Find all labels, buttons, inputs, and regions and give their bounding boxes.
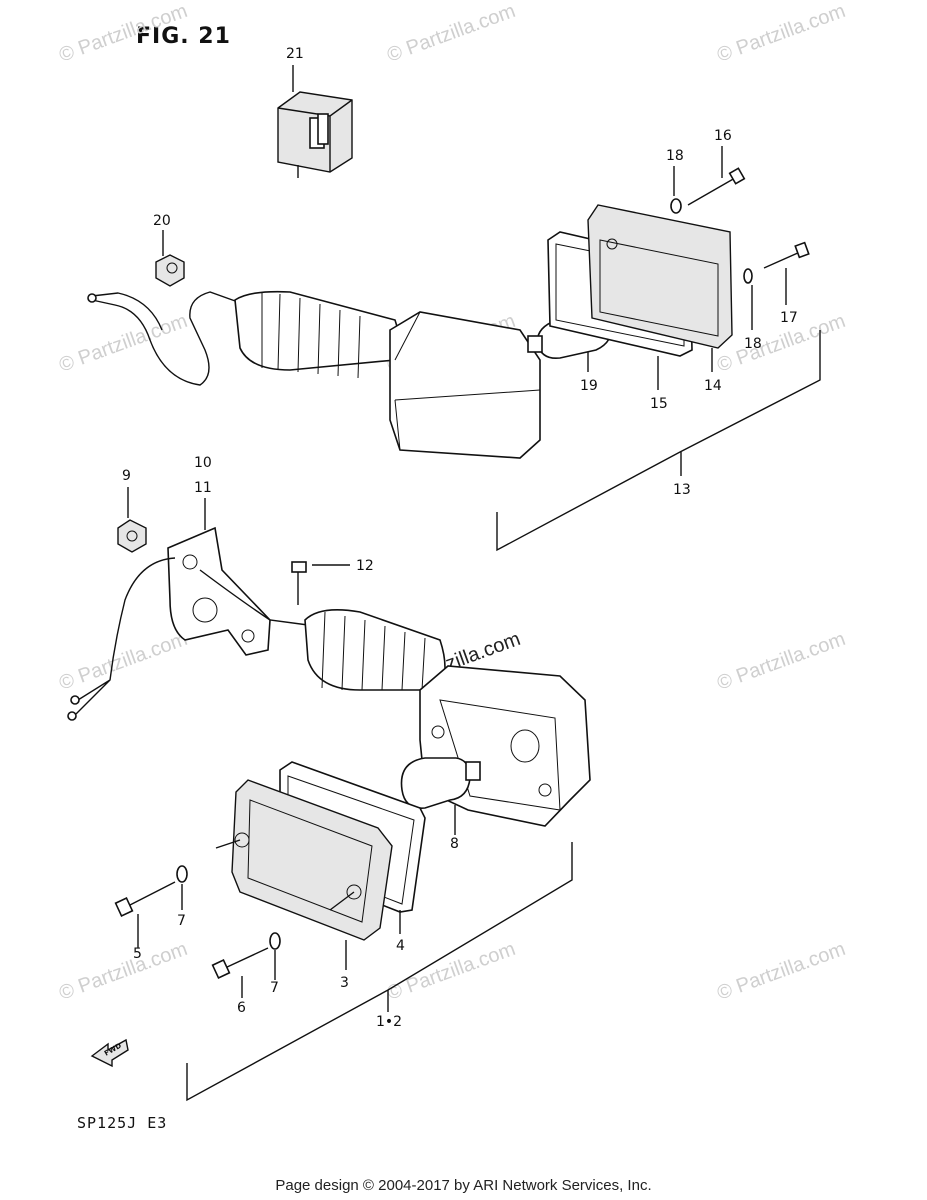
callout-18: 18 (744, 336, 762, 352)
group-bracket-13 (496, 330, 821, 552)
watermark: © Partzilla.com (384, 0, 518, 67)
callout-15: 15 (650, 396, 668, 412)
callout-16: 16 (714, 128, 732, 144)
watermark: © Partzilla.com (714, 938, 848, 1005)
fwd-arrow-icon: FWD (90, 1038, 129, 1068)
callout-1-2: 1•2 (376, 1014, 402, 1030)
callout-17: 17 (780, 310, 798, 326)
rear-lens-set (527, 146, 810, 390)
watermark: © Partzilla.com (56, 0, 190, 67)
callout-12: 12 (356, 558, 374, 574)
watermarks: © Partzilla.com © Partzilla.com © Partzi… (56, 0, 848, 1005)
rear-turn-signal (87, 290, 541, 459)
callout-19: 19 (580, 378, 598, 394)
callout-9: 9 (122, 468, 131, 484)
callout-4: 4 (396, 938, 405, 954)
watermark: © Partzilla.com (56, 628, 190, 695)
relay-part (277, 65, 353, 178)
callout-20: 20 (153, 213, 171, 229)
watermark: © Partzilla.com (56, 938, 190, 1005)
front-bracket-set (67, 487, 350, 721)
callout-11: 11 (194, 480, 212, 496)
model-code: SP125J E3 (77, 1114, 168, 1132)
front-turn-signal (304, 609, 591, 835)
callout-21: 21 (286, 46, 304, 62)
callout-18: 18 (666, 148, 684, 164)
watermark: © Partzilla.com (714, 628, 848, 695)
callout-7: 7 (177, 913, 186, 929)
page-footer: Page design © 2004-2017 by ARI Network S… (275, 1177, 652, 1194)
callout-5: 5 (133, 946, 142, 962)
group-bracket-1-2 (186, 842, 573, 1102)
watermark: © Partzilla.com (714, 0, 848, 67)
front-lens-set (114, 761, 426, 998)
callout-14: 14 (704, 378, 722, 394)
callout-7: 7 (270, 980, 279, 996)
callout-6: 6 (237, 1000, 246, 1016)
callout-13: 13 (673, 482, 691, 498)
callout-3: 3 (340, 975, 349, 991)
callout-labels: 21 20 18 16 18 17 19 15 14 13 10 11 9 12… (122, 46, 798, 1030)
watermark: © Partzilla.com (56, 310, 190, 377)
figure-title: FIG. 21 (136, 24, 231, 49)
callout-10: 10 (194, 455, 212, 471)
callout-8: 8 (450, 836, 459, 852)
nut-part-20 (155, 230, 185, 287)
